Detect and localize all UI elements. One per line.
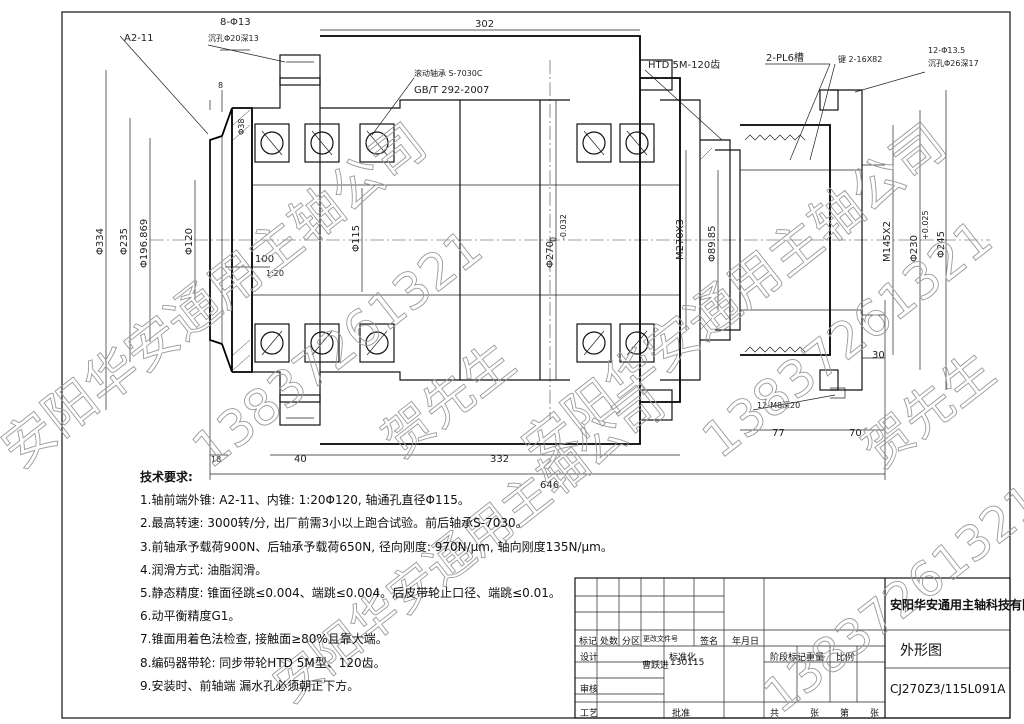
dim-270: Φ270 (545, 241, 556, 268)
drawing-frame (61, 11, 1011, 719)
dim-taper: 1:20 (266, 269, 284, 278)
tb-header-zone: 分区 (622, 637, 641, 647)
title-block-frame (574, 577, 1011, 719)
dim-holes-left-1: 8-Φ13 (220, 17, 251, 28)
tb-approve: 批准 (672, 709, 691, 719)
tb-review: 审核 (580, 685, 599, 695)
tb-process: 工艺 (580, 709, 599, 719)
tb-total: 共 (770, 709, 780, 719)
dim-100: 100 (255, 254, 274, 265)
dim-38: Φ38 (237, 119, 246, 135)
dim-m8: 12-M8深20 (757, 401, 800, 410)
dim-holes-left-2: 沉孔Φ20深13 (208, 34, 259, 43)
dim-a2: A2-11 (124, 33, 154, 44)
bearings-rear (576, 123, 655, 363)
pulley (740, 89, 885, 399)
tb-sheet-unit: 张 (870, 709, 880, 719)
dim-bearing-2: GB/T 292-2007 (414, 85, 489, 96)
note-item: 8.编码器带轮: 同步带轮HTD 5M型、120齿。 (140, 655, 386, 670)
dim-196: Φ196.869 (139, 219, 150, 268)
technical-requirements: 技术要求: 1.轴前端外锥: A2-11、内锥: 1:20Φ120, 轴通孔直径… (140, 466, 613, 698)
dim-30: 30 (872, 350, 885, 361)
dim-270-tol0: 0 (549, 237, 558, 242)
dim-302: 302 (475, 19, 494, 30)
bearings-front-bottom (254, 323, 395, 363)
tb-stage: 阶段标记 (770, 653, 807, 663)
bearings-front-top (254, 123, 395, 163)
note-item: 9.安装时、前轴端 漏水孔必须朝正下方。 (140, 678, 360, 693)
tb-company: 安阳华安通用主轴科技有限公司 (890, 598, 1024, 612)
dim-holes-right-2: 沉孔Φ26深17 (928, 59, 979, 68)
dim-pl6: 2-PL6槽 (766, 51, 804, 64)
tb-sheets: 张 (810, 709, 820, 719)
dim-m270: M270X3 (675, 219, 686, 260)
front-housing (253, 35, 680, 445)
dim-120: Φ120 (184, 228, 195, 255)
dim-115: Φ115 (351, 225, 362, 252)
tb-design: 设计 (580, 653, 599, 663)
dim-332: 332 (490, 454, 509, 465)
tb-standardize: 标准化 (669, 653, 697, 663)
tb-date: 130115 (670, 658, 705, 668)
watermark-name-2: 贺先生 (852, 341, 1006, 479)
section-hatching (232, 109, 713, 371)
tb-standardize-sign: 曹跃进 (642, 661, 670, 671)
dim-245: Φ245 (936, 231, 947, 258)
dim-334: Φ334 (95, 228, 106, 255)
dim-230: Φ230 (909, 235, 920, 262)
tb-header-date: 年月日 (732, 637, 760, 647)
note-item: 5.静态精度: 锥面径跳≤0.004、端跳≤0.004。后皮带轮止口径、端跳≤0… (140, 586, 561, 601)
tb-drawing-code: CJ270Z3/115L091A (890, 682, 1006, 696)
dim-bearing-1: 滚动轴承 S-7030C (414, 68, 483, 78)
dim-270-tol: -0.032 (559, 214, 568, 240)
note-item: 1.轴前端外锥: A2-11、内锥: 1:20Φ120, 轴通孔直径Φ115。 (140, 493, 470, 508)
dim-89: Φ89.85 (707, 226, 718, 263)
dim-70: 70 (849, 428, 862, 439)
dim-77: 77 (772, 428, 785, 439)
tb-header-sign: 签名 (700, 637, 719, 647)
note-item: 6.动平衡精度G1。 (140, 609, 241, 624)
rear-housing (639, 59, 741, 421)
tb-header-count: 处数 (600, 637, 619, 647)
tb-scale: 比例 (836, 653, 855, 663)
dim-htd: HTD 5M-120齿 (648, 59, 720, 71)
tb-header-mark: 标记 (579, 637, 598, 647)
dimension-labels: A2-11 8-Φ13 沉孔Φ20深13 302 滚动轴承 S-7030C GB… (95, 17, 979, 491)
note-item: 3.前轴承予载荷900N、后轴承予载荷650N, 径向刚度: 970N/μm, … (140, 539, 613, 554)
notes-title: 技术要求: (140, 470, 193, 484)
watermark-name-1: 贺先生 (372, 331, 526, 469)
dim-18: 18 (211, 455, 221, 464)
note-item: 7.锥面用着色法检查, 接触面≥80%且靠大端。 (140, 632, 388, 647)
tb-header-change: 更改文件号 (643, 635, 678, 643)
tb-drawing-name: 外形图 (900, 643, 942, 659)
tb-sheet-no: 第 (840, 709, 850, 719)
note-item: 2.最高转速: 3000转/分, 出厂前需3小以上跑合试验。前后轴承S-7030… (140, 516, 528, 531)
dimension-lines (105, 29, 947, 480)
dim-230-tol: +0.025 (921, 210, 930, 240)
dim-646: 646 (540, 480, 559, 491)
note-item: 4.润滑方式: 油脂润滑。 (140, 562, 268, 577)
tb-weight: 重量 (806, 653, 825, 663)
dim-40: 40 (294, 454, 307, 465)
dim-m145: M145X2 (882, 221, 893, 262)
dim-holes-right-1: 12-Φ13.5 (928, 46, 965, 55)
dim-8: 8 (218, 81, 223, 90)
dim-235: Φ235 (119, 228, 130, 255)
dim-key: 键 2-16X82 (838, 54, 882, 64)
